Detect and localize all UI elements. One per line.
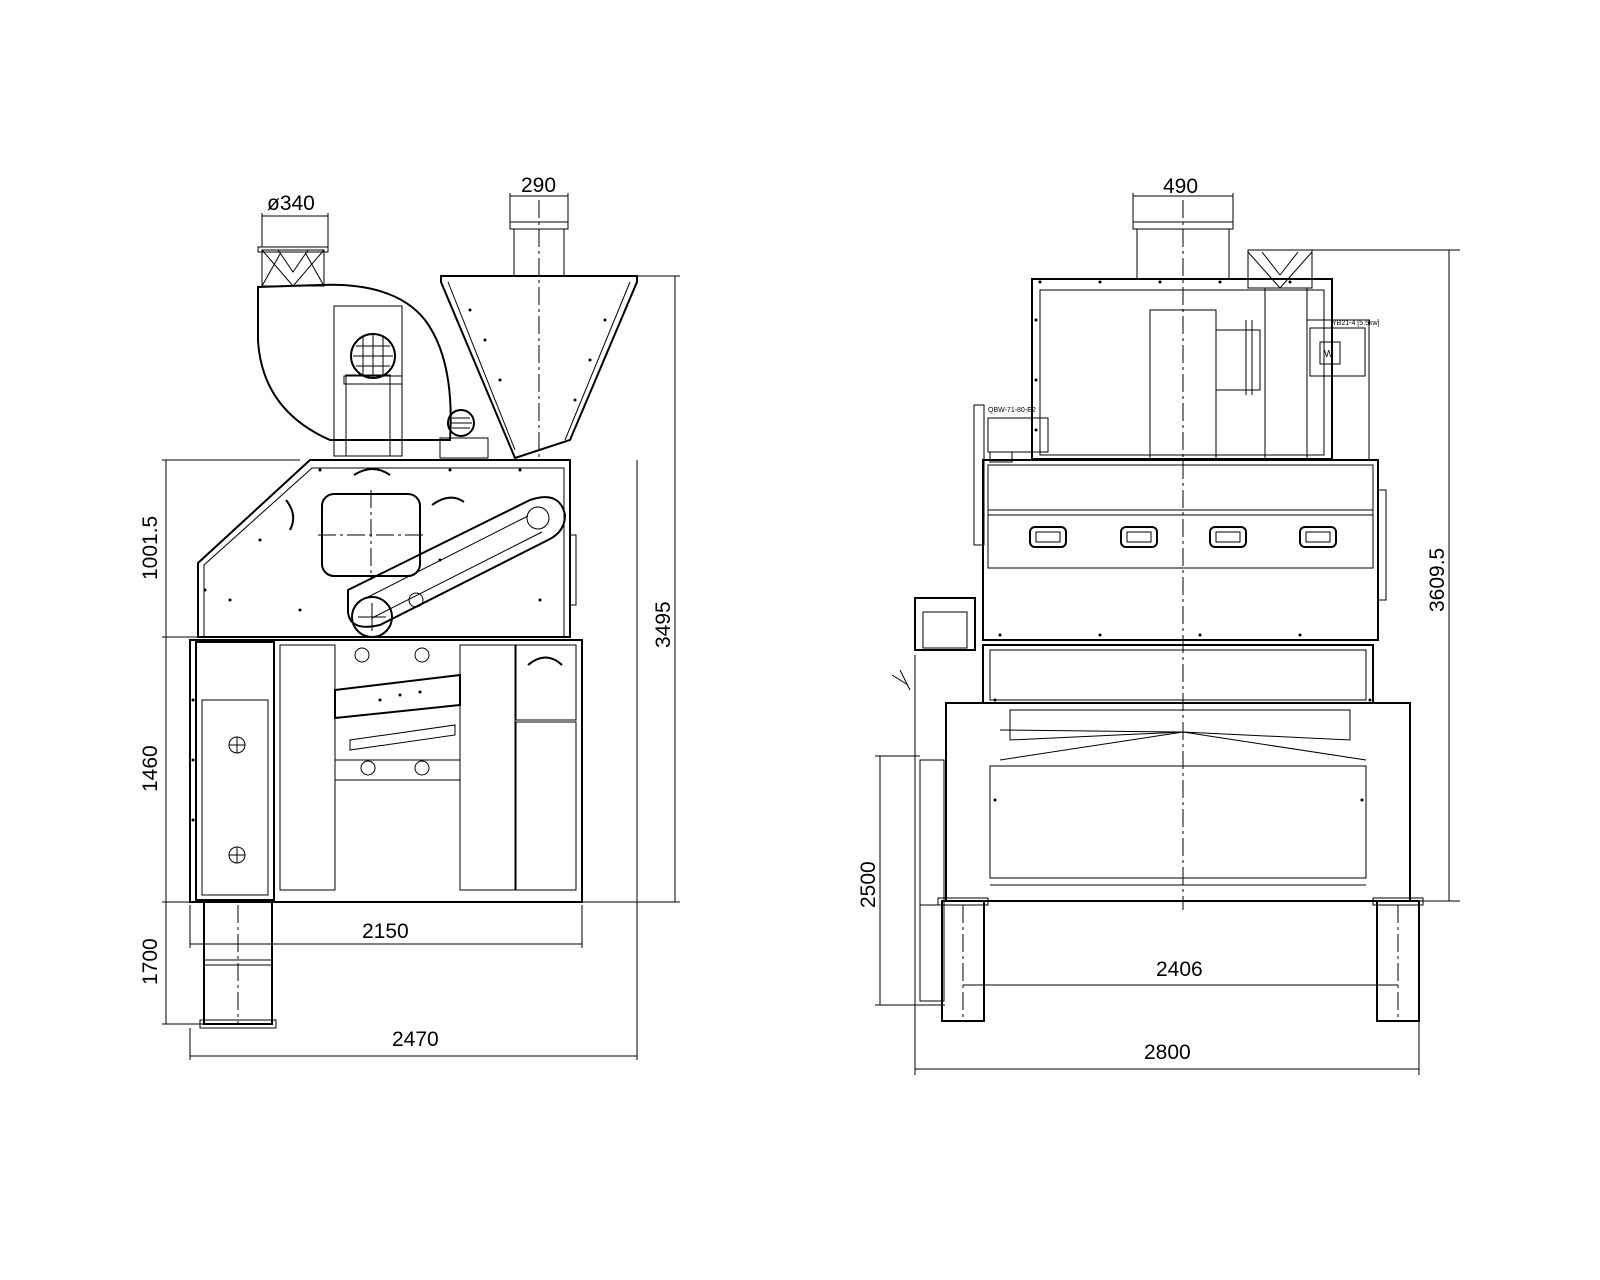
support-leg	[199, 901, 277, 1029]
vibrator-motor-icon	[447, 409, 475, 437]
w-logo-text: W	[1324, 349, 1334, 360]
elevator-casing	[347, 496, 567, 628]
dim-outlet-height: 2500	[857, 861, 880, 908]
w-logo-icon	[1319, 341, 1341, 365]
inspection-slots	[1029, 526, 1337, 548]
dim-inner-width: 2150	[362, 920, 409, 943]
front-dimensions: 490 3609.5 2500 2406 2800	[857, 175, 1460, 1075]
dim-upper-height: 1001.5	[139, 516, 162, 580]
left-motor	[987, 417, 1049, 453]
handle-icon	[353, 468, 391, 476]
side-view: ø340 290 1001.5 1460 1700 3495 2150 2470	[139, 174, 680, 1060]
sieve-screen	[334, 673, 461, 720]
dim-total-width: 2470	[392, 1028, 439, 1051]
dim-total-height: 3495	[652, 601, 675, 648]
side-dimensions: ø340 290 1001.5 1460 1700 3495 2150 2470	[139, 174, 680, 1060]
front-view: W YB21-4 [5.5kw] QBW-71-80-E2	[857, 175, 1460, 1075]
motor-label-left: QBW-71-80-E2	[988, 407, 1036, 414]
feed-hopper	[439, 200, 638, 460]
upper-box	[1031, 278, 1333, 460]
handle-icon	[285, 499, 295, 531]
left-chute	[195, 641, 275, 901]
dim-middle-height: 1460	[139, 745, 162, 792]
dim-leg-height: 1700	[139, 938, 162, 985]
fan-assembly	[257, 246, 452, 457]
elevator-pulley	[351, 596, 393, 638]
dim-feed-inlet: 290	[521, 174, 556, 197]
v-hopper	[1009, 709, 1351, 741]
fan-inlet-cone	[261, 249, 325, 287]
dim-front-total-height: 3609.5	[1426, 548, 1449, 612]
dim-top-outlet: 490	[1163, 175, 1198, 198]
side-drive-box	[914, 597, 976, 651]
handle-icon	[431, 496, 465, 506]
right-motor	[1309, 327, 1366, 377]
fan-inlet-flange	[257, 246, 329, 253]
upper-housing	[197, 459, 577, 638]
handle-icon	[527, 656, 563, 666]
dim-fan-diameter: ø340	[267, 192, 315, 215]
lower-frame	[189, 639, 583, 903]
fan-housing	[257, 283, 452, 441]
dim-front-total-width: 2800	[1144, 1041, 1191, 1064]
motor-label-right: YB21-4 [5.5kw]	[1332, 320, 1380, 327]
dim-leg-span: 2406	[1156, 958, 1203, 981]
